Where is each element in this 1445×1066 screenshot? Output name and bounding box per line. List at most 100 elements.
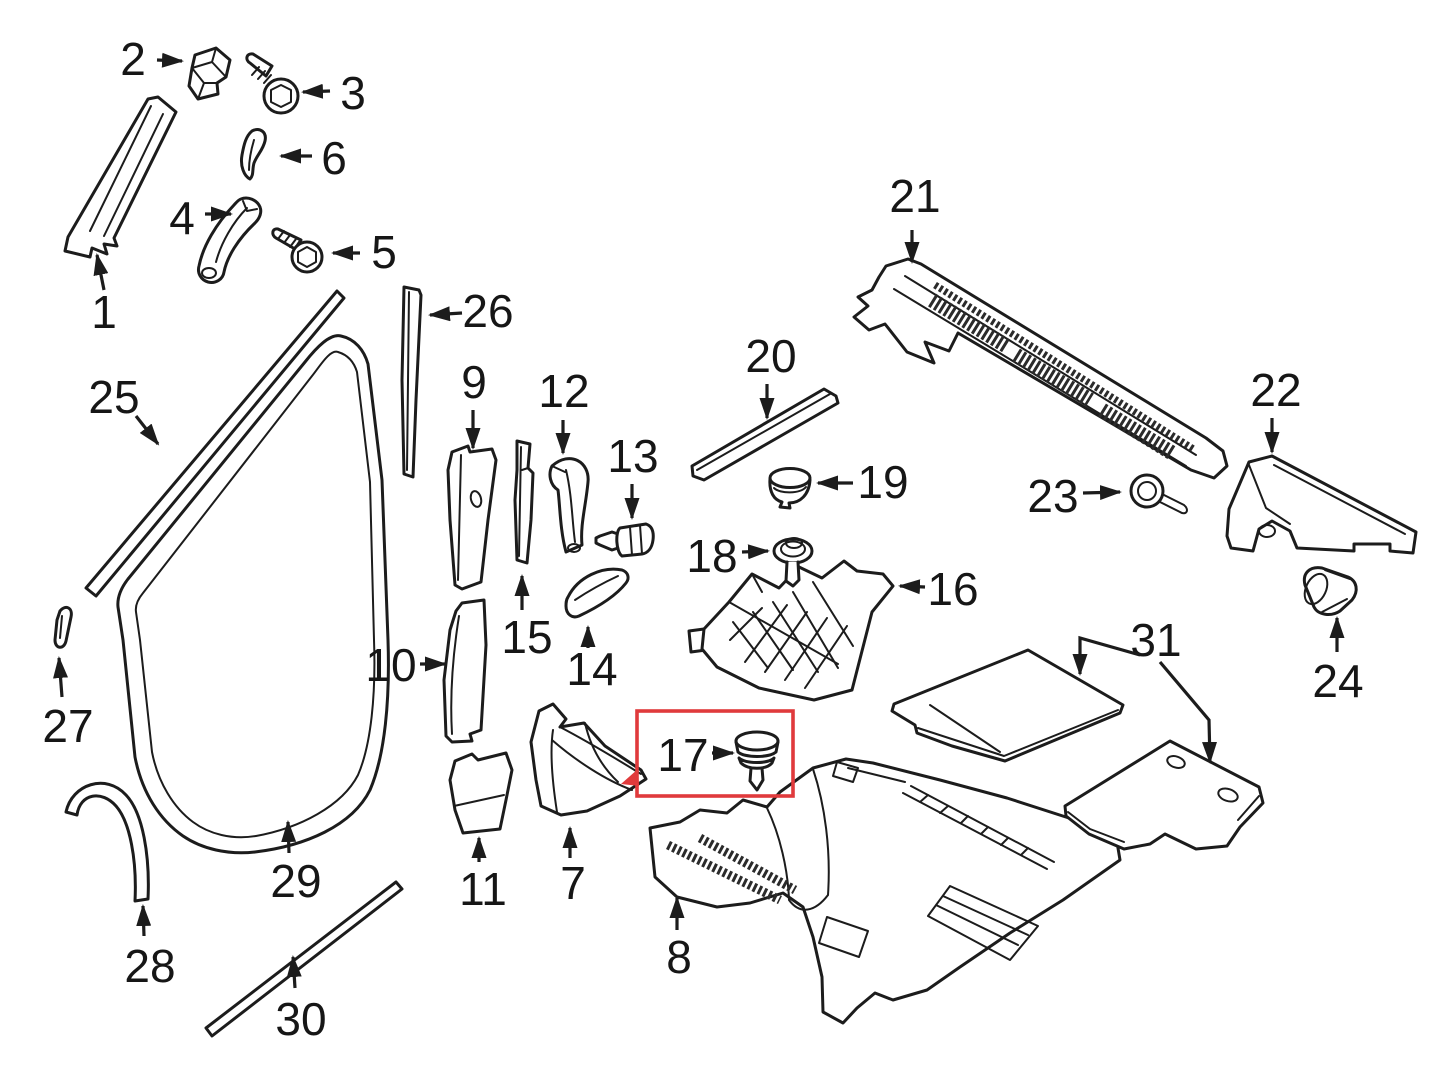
- part-22-callout[interactable]: 22: [1250, 364, 1302, 454]
- part-10-drawing: [442, 598, 488, 744]
- part-11-callout[interactable]: 11: [459, 836, 507, 915]
- part-8-label[interactable]: 8: [666, 931, 692, 983]
- part-22-drawing: [1225, 454, 1418, 555]
- part-4-label[interactable]: 4: [169, 192, 195, 244]
- part-17-callout[interactable]: 17: [657, 729, 735, 781]
- part-3-label[interactable]: 3: [340, 67, 366, 119]
- part-23-arrow: [1082, 485, 1122, 501]
- part-10-callout[interactable]: 10: [365, 639, 447, 691]
- part-3-callout[interactable]: 3: [301, 67, 366, 119]
- part-10-label[interactable]: 10: [365, 639, 416, 691]
- part-26-drawing: [400, 285, 423, 479]
- part-27-drawing: [53, 605, 73, 649]
- part-7-callout[interactable]: 7: [560, 826, 586, 909]
- part-30-drawing: [204, 880, 404, 1038]
- part-18-drawing: [772, 537, 814, 588]
- part-24-callout[interactable]: 24: [1312, 616, 1364, 707]
- part-23-drawing: [1129, 473, 1188, 515]
- part-23-label[interactable]: 23: [1027, 470, 1078, 522]
- part-31-callout[interactable]: 31: [1072, 614, 1218, 764]
- part-17-label[interactable]: 17: [657, 729, 708, 781]
- part-7-label[interactable]: 7: [560, 857, 586, 909]
- part-25-drawing: [84, 289, 346, 598]
- part-6-callout[interactable]: 6: [279, 132, 347, 184]
- part-14-callout[interactable]: 14: [566, 625, 618, 695]
- part-16-arrow: [898, 579, 926, 595]
- part-1-callout[interactable]: 1: [91, 253, 117, 338]
- part-12-label[interactable]: 12: [538, 365, 589, 417]
- part-9-callout[interactable]: 9: [461, 356, 487, 450]
- part-2-arrow: [156, 52, 184, 68]
- part-27-callout[interactable]: 27: [42, 656, 94, 752]
- highlight-box-part-17[interactable]: [621, 709, 795, 798]
- part-21-callout[interactable]: 21: [889, 170, 941, 264]
- part-20-label[interactable]: 20: [745, 330, 796, 382]
- part-15-drawing: [513, 439, 535, 565]
- part-18-label[interactable]: 18: [686, 530, 737, 582]
- part-25-arrow: [134, 415, 160, 446]
- part-31-arrow-right: [1158, 660, 1218, 764]
- part-14-label[interactable]: 14: [566, 643, 617, 695]
- part-8-callout[interactable]: 8: [666, 896, 692, 983]
- part-5-label[interactable]: 5: [371, 226, 397, 278]
- part-29-callout[interactable]: 29: [270, 820, 322, 907]
- part-9-label[interactable]: 9: [461, 356, 487, 408]
- part-4-callout[interactable]: 4: [169, 192, 233, 244]
- part-19-label[interactable]: 19: [857, 456, 908, 508]
- part-1-arrow: [93, 253, 109, 291]
- part-22-label[interactable]: 22: [1250, 364, 1301, 416]
- part-3-drawing: [245, 52, 300, 115]
- part-26-callout[interactable]: 26: [428, 285, 514, 337]
- part-30-arrow: [286, 955, 302, 989]
- part-11-drawing: [448, 751, 514, 835]
- part-3-arrow: [301, 83, 331, 99]
- part-16-callout[interactable]: 16: [898, 563, 979, 615]
- part-31-drawing: [890, 648, 1265, 851]
- part-30-callout[interactable]: 30: [275, 955, 327, 1045]
- part-31-label[interactable]: 31: [1130, 614, 1181, 666]
- part-14-drawing: [564, 567, 630, 619]
- part-26-label[interactable]: 26: [462, 285, 513, 337]
- part-27-label[interactable]: 27: [42, 700, 93, 752]
- part-16-label[interactable]: 16: [927, 563, 978, 615]
- part-29-label[interactable]: 29: [270, 855, 321, 907]
- part-28-label[interactable]: 28: [124, 940, 175, 992]
- part-2-label[interactable]: 2: [120, 33, 146, 85]
- part-30-label[interactable]: 30: [275, 993, 326, 1045]
- part-16-drawing: [687, 559, 895, 702]
- part-13-callout[interactable]: 13: [607, 430, 659, 520]
- part-8-drawing: [648, 757, 1122, 1025]
- part-1-drawing: [63, 95, 178, 259]
- part-15-callout[interactable]: 15: [501, 574, 553, 663]
- part-24-label[interactable]: 24: [1312, 655, 1363, 707]
- part-12-drawing: [548, 457, 590, 554]
- part-6-label[interactable]: 6: [321, 132, 347, 184]
- part-29-drawing: [116, 334, 390, 855]
- part-11-label[interactable]: 11: [459, 863, 507, 915]
- part-21-drawing: [852, 257, 1229, 480]
- part-5-drawing: [271, 227, 324, 274]
- part-28-callout[interactable]: 28: [124, 904, 176, 992]
- part-1-label[interactable]: 1: [91, 286, 117, 338]
- part-2-callout[interactable]: 2: [120, 33, 184, 85]
- part-25-callout[interactable]: 25: [88, 371, 160, 446]
- part-2-drawing: [187, 46, 232, 101]
- part-4-drawing: [197, 196, 263, 284]
- part-15-label[interactable]: 15: [501, 611, 552, 663]
- part-27-arrow: [53, 656, 69, 698]
- part-19-callout[interactable]: 19: [816, 456, 909, 508]
- part-24-drawing: [1302, 566, 1358, 616]
- part-5-callout[interactable]: 5: [331, 226, 397, 278]
- part-13-label[interactable]: 13: [607, 430, 658, 482]
- part-31-arrow-left: [1072, 635, 1141, 676]
- part-20-callout[interactable]: 20: [745, 330, 797, 420]
- part-12-callout[interactable]: 12: [538, 365, 590, 455]
- part-23-callout[interactable]: 23: [1027, 470, 1122, 522]
- part-17-drawing: [734, 730, 780, 792]
- part-7-drawing: [529, 702, 648, 817]
- part-25-label[interactable]: 25: [88, 371, 139, 423]
- part-29-arrow: [281, 820, 297, 854]
- part-18-callout[interactable]: 18: [686, 530, 770, 582]
- part-21-label[interactable]: 21: [889, 170, 940, 222]
